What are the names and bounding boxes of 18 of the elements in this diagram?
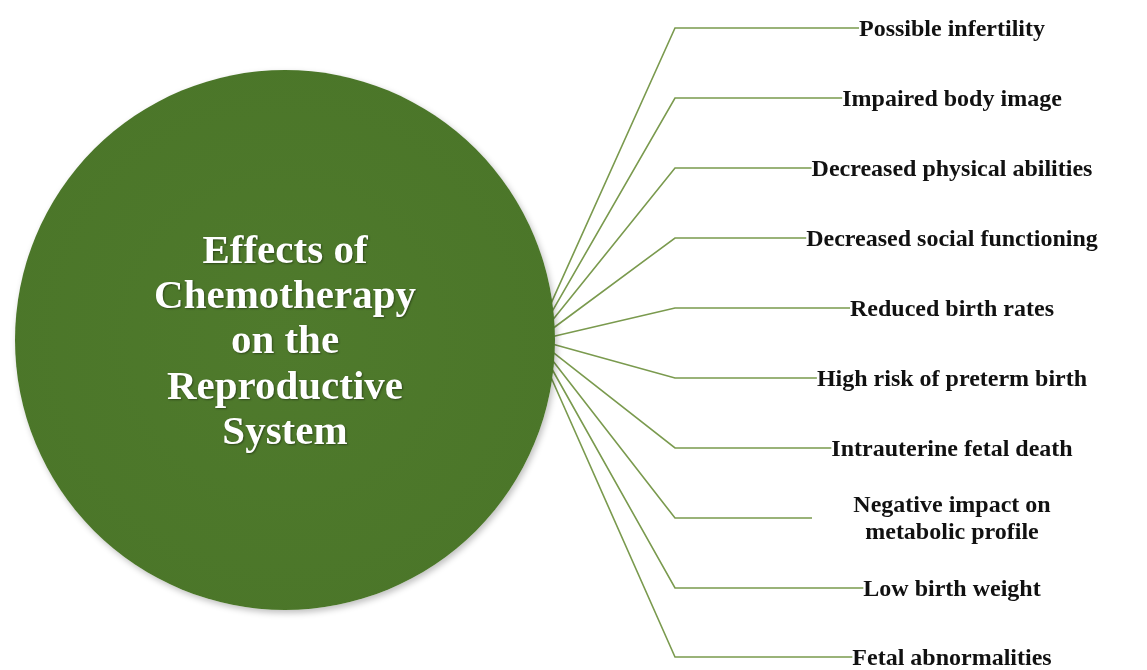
effect-label: Decreased social functioning (806, 224, 1098, 252)
effect-label: High risk of preterm birth (816, 364, 1088, 392)
effect-label: Intrauterine fetal death (831, 434, 1073, 462)
effect-label: Impaired body image (842, 84, 1062, 112)
connector-line (552, 237, 807, 329)
connector-line (553, 307, 851, 337)
connector-line (552, 167, 813, 321)
connector-line (552, 352, 833, 449)
connector-line (552, 360, 813, 519)
effect-label: Reduced birth rates (850, 294, 1054, 322)
connector-line (551, 97, 843, 312)
connector-line (553, 343, 818, 379)
effect-label: Fetal abnormalities (852, 643, 1052, 670)
effect-label: Possible infertility (859, 14, 1045, 42)
effect-label: Low birth weight (863, 574, 1041, 602)
effect-label: Decreased physical abilities (811, 154, 1093, 182)
circle-title: Effects of Chemotherapy on the Reproductive System (153, 227, 417, 453)
effect-label: Negative impact on metabolic profile (852, 491, 1052, 545)
